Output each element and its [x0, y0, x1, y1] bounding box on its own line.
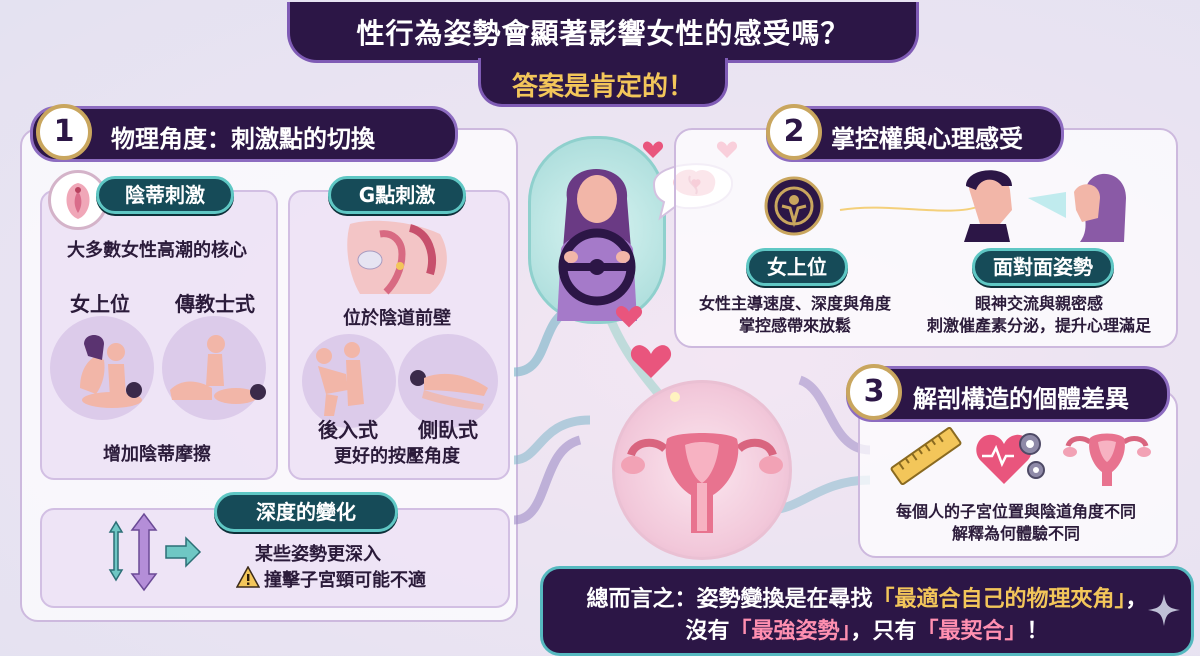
- ruler-icon: [886, 424, 966, 488]
- section1-heading: 物理角度：刺激點的切換: [111, 125, 375, 153]
- depth-line2: 撞擊子宮頸可能不適: [264, 570, 426, 591]
- heart-icon-large: [628, 342, 674, 386]
- section1-header: 物理角度：刺激點的切換: [30, 106, 458, 162]
- clitoral-pos-right: 傳教士式: [175, 292, 255, 316]
- pelvis-cross-section-illustration: [340, 214, 460, 298]
- section2-number: 2: [766, 104, 822, 160]
- title-question: 性行為姿勢會顯著影響女性的感受嗎？: [356, 17, 850, 50]
- section3-line1: 每個人的子宮位置與陰道角度不同: [895, 502, 1136, 521]
- uterus-illustration: [612, 380, 792, 560]
- warning-icon: [235, 565, 261, 588]
- clitoral-subtitle: 大多數女性高潮的核心: [67, 240, 247, 261]
- gspot-subtitle: 位於陰道前壁: [343, 308, 451, 329]
- control-steering-illustration: [528, 136, 666, 324]
- summary-line2-prefix: 沒有: [685, 619, 730, 644]
- section3-heading: 解剖構造的個體差異: [913, 385, 1129, 413]
- clitoral-label: 陰蒂刺激: [96, 176, 234, 214]
- summary-line2-highlight2: 「最契合」: [916, 619, 1027, 644]
- title-banner: 性行為姿勢會顯著影響女性的感受嗎？: [287, 2, 919, 63]
- heart-gears-icon: [974, 424, 1050, 488]
- summary-line1-highlight: 「最適合自己的物理夾角」: [872, 587, 1126, 612]
- answer-banner: 答案是肯定的！: [478, 58, 728, 107]
- answer-text: 答案是肯定的！: [511, 72, 694, 102]
- depth-line1: 某些姿勢更深入: [255, 544, 381, 565]
- depth-arrows-icon: [96, 510, 206, 596]
- summary-line2: 沒有「最強姿勢」，只有「最契合」！: [543, 613, 1191, 645]
- summary-line2-highlight1: 「最強姿勢」: [729, 619, 851, 644]
- section2-right-line1: 眼神交流與親密感: [974, 294, 1103, 313]
- section2-heading: 掌控權與心理感受: [831, 125, 1023, 153]
- section3-number: 3: [846, 364, 902, 420]
- gspot-pos-left: 後入式: [318, 418, 378, 442]
- face-to-face-illustration: [830, 162, 1130, 242]
- heart-icon-small-1: [642, 140, 664, 164]
- section3-line2: 解釋為何體驗不同: [951, 524, 1080, 543]
- summary-line2-suffix: ！: [1026, 619, 1049, 644]
- heart-icon-medium: [614, 304, 644, 334]
- section1-number: 1: [36, 104, 92, 160]
- uterus-small-icon: [1062, 424, 1152, 488]
- clitoral-pos-left: 女上位: [70, 292, 130, 316]
- summary-line1: 總而言之：姿勢變換是在尋找「最適合自己的物理夾角」，: [543, 581, 1191, 613]
- section2-left-line1: 女性主導速度、深度與角度: [698, 294, 891, 313]
- clitoral-caption: 增加陰蒂摩擦: [103, 444, 211, 465]
- section2-left-line2: 掌控感帶來放鬆: [738, 316, 851, 335]
- gspot-caption: 更好的按壓角度: [334, 446, 460, 467]
- gspot-label: G點刺激: [328, 176, 466, 214]
- section2-right-line2: 刺激催產素分泌，提升心理滿足: [926, 316, 1151, 335]
- depth-label: 深度的變化: [214, 492, 398, 532]
- rear-entry-illustration: [302, 334, 396, 428]
- woman-on-top-illustration: [50, 316, 154, 420]
- summary-line2-mid: ，只有: [850, 619, 917, 644]
- sparkle-icon: [1146, 592, 1182, 632]
- summary-banner: 總而言之：姿勢變換是在尋找「最適合自己的物理夾角」， 沒有「最強姿勢」，只有「最…: [540, 566, 1194, 656]
- summary-line1-prefix: 總而言之：姿勢變換是在尋找: [586, 587, 873, 612]
- missionary-illustration: [162, 316, 266, 420]
- section2-left-label: 女上位: [746, 248, 848, 286]
- gspot-pos-right: 側臥式: [418, 418, 478, 442]
- summary-line1-suffix: ，: [1125, 587, 1148, 612]
- control-person-icon: [764, 176, 824, 236]
- side-lying-illustration: [398, 334, 498, 428]
- section2-right-label: 面對面姿勢: [972, 248, 1114, 286]
